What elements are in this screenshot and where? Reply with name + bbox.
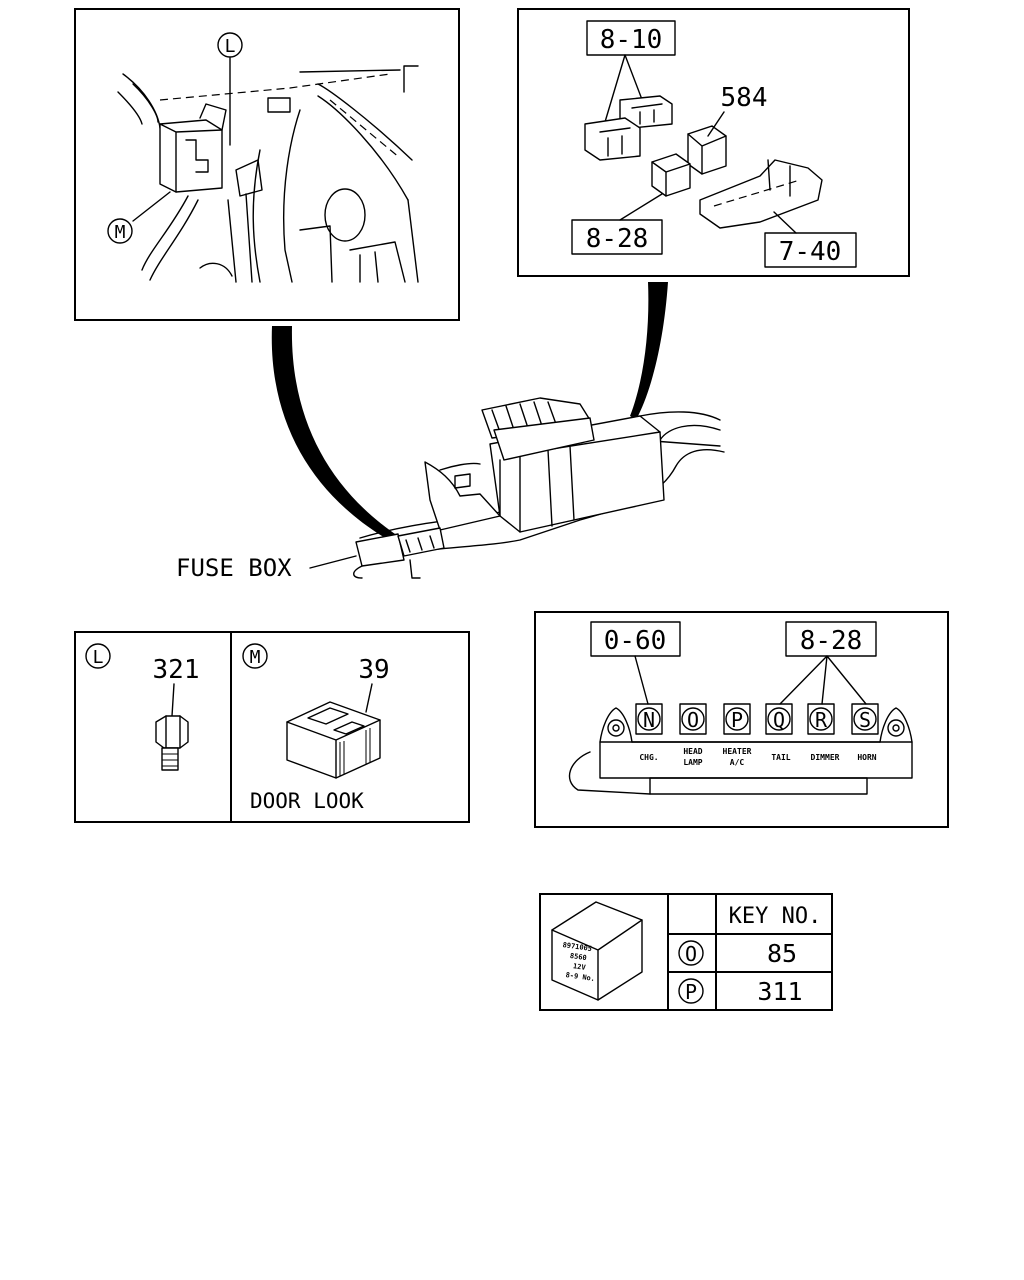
ref-box-8-10 xyxy=(586,20,676,56)
svg-text:8560: 8560 xyxy=(569,952,587,962)
svg-text:DIMMER: DIMMER xyxy=(811,753,840,762)
svg-text:S: S xyxy=(859,708,871,732)
svg-text:LAMP: LAMP xyxy=(683,758,702,767)
key-number-table: 8971005 8560 12V 8-9 No. KEY NO. O 85 P … xyxy=(539,893,833,1011)
part-no-321: 321 xyxy=(153,655,200,685)
ref-8-10: 8-10 xyxy=(600,25,663,55)
socket-p: P HEATER A/C xyxy=(723,703,752,767)
key-row-p-number: 311 xyxy=(757,977,802,1006)
fuse-box-assembly xyxy=(353,397,725,579)
svg-text:12V: 12V xyxy=(572,962,586,972)
key-table-header: KEY NO. xyxy=(729,904,822,929)
fuse-box-leader xyxy=(309,555,357,569)
socket-s: S HORN xyxy=(851,703,879,762)
door-lock-caption: DOOR LOOK xyxy=(250,789,364,813)
key-row-o-number: 85 xyxy=(767,939,797,968)
detail-panel-relay-location: 8-10 584 8-28 7-40 xyxy=(517,8,910,277)
socket-o: O HEAD LAMP xyxy=(679,703,707,767)
panel-l-letter: L xyxy=(93,647,104,668)
callout-l: L xyxy=(225,36,236,57)
ref-box-8-28-top xyxy=(571,219,663,255)
key-row-o-letter: O xyxy=(685,942,697,966)
callout-m: M xyxy=(115,222,126,243)
svg-text:HEAD: HEAD xyxy=(683,747,702,756)
key-row-p-letter: P xyxy=(685,980,697,1004)
ref-7-40: 7-40 xyxy=(779,237,842,267)
panel-m-letter: M xyxy=(250,647,261,668)
ref-584: 584 xyxy=(721,83,768,113)
svg-text:A/C: A/C xyxy=(730,758,745,767)
svg-text:P: P xyxy=(731,708,743,732)
ref-0-60: 0-60 xyxy=(604,626,667,656)
bolt-icon xyxy=(155,715,189,771)
detail-panel-l-m: L 321 M 39 DOOR LOOK xyxy=(74,631,470,823)
callout-sweep-left xyxy=(271,326,398,542)
svg-text:Q: Q xyxy=(773,708,785,732)
socket-r: R DIMMER xyxy=(807,703,840,762)
svg-text:HORN: HORN xyxy=(857,753,876,762)
ref-box-8-28-block xyxy=(785,621,877,657)
svg-text:TAIL: TAIL xyxy=(771,753,790,762)
part-no-39: 39 xyxy=(358,655,389,685)
relay-block-panel: 0-60 8-28 N CHG. O HEAD LAMP xyxy=(534,611,949,828)
relay-icon: 8971005 8560 12V 8-9 No. xyxy=(551,901,643,1001)
svg-text:N: N xyxy=(643,708,655,732)
svg-text:O: O xyxy=(687,708,699,732)
ref-8-28-block: 8-28 xyxy=(800,626,863,656)
socket-q: Q TAIL xyxy=(765,703,793,762)
svg-text:HEATER: HEATER xyxy=(723,747,752,756)
socket-n: N CHG. xyxy=(635,703,663,762)
ref-8-28-top: 8-28 xyxy=(586,224,649,254)
callout-sweep-right xyxy=(630,282,668,420)
door-lock-relay-icon xyxy=(286,701,381,779)
svg-text:R: R xyxy=(815,708,828,732)
ref-box-7-40 xyxy=(764,232,857,268)
fuse-box-label: FUSE BOX xyxy=(176,554,292,582)
svg-text:CHG.: CHG. xyxy=(639,753,658,762)
detail-panel-door-lock-location: L M xyxy=(74,8,460,321)
